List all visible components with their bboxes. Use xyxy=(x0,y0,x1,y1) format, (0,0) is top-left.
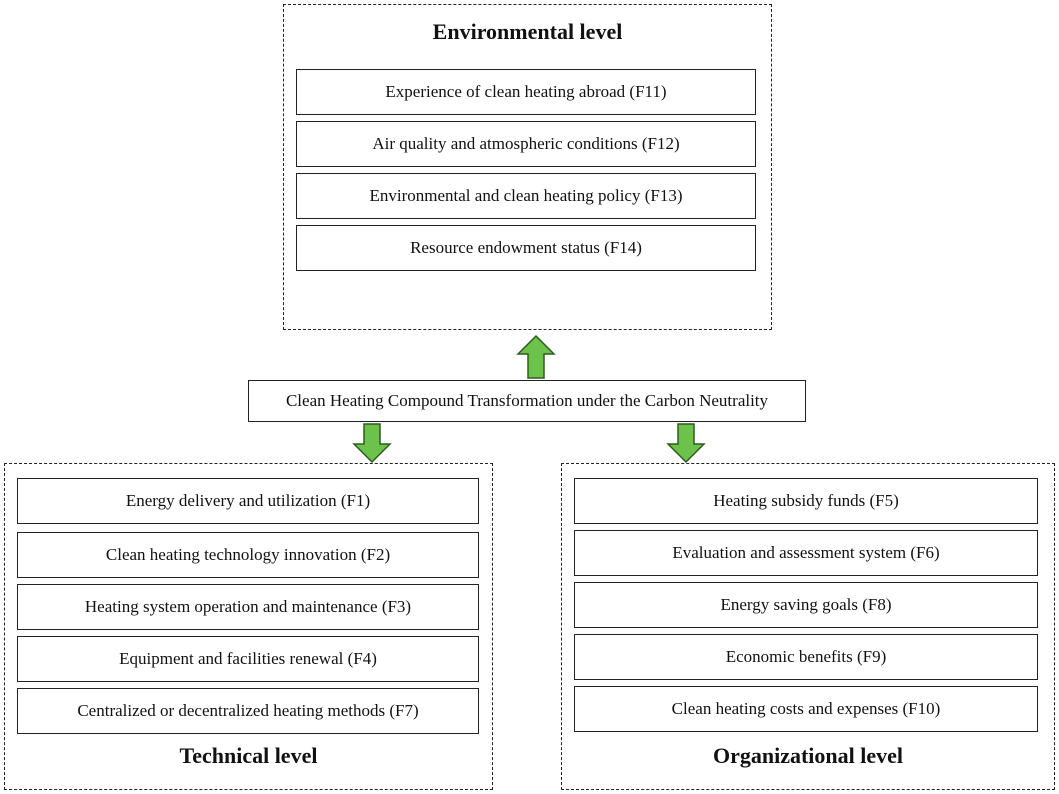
factor-f11-box: Experience of clean heating abroad (F11) xyxy=(296,69,756,115)
factor-f2-box: Clean heating technology innovation (F2) xyxy=(17,532,479,578)
factor-f7-box: Centralized or decentralized heating met… xyxy=(17,688,479,734)
factor-f1-box: Energy delivery and utilization (F1) xyxy=(17,478,479,524)
factor-f3-box: Heating system operation and maintenance… xyxy=(17,584,479,630)
central-transformation-box: Clean Heating Compound Transformation un… xyxy=(248,380,806,422)
up-arrow-icon xyxy=(516,334,556,379)
factor-f5-box: Heating subsidy funds (F5) xyxy=(574,478,1038,524)
factor-f9-box: Economic benefits (F9) xyxy=(574,634,1038,680)
technical-level-title: Technical level xyxy=(179,743,318,768)
factor-f13-box: Environmental and clean heating policy (… xyxy=(296,173,756,219)
down-arrow-right-icon xyxy=(666,423,706,464)
organizational-level-title: Organizational level xyxy=(712,743,904,768)
factor-f4-box: Equipment and facilities renewal (F4) xyxy=(17,636,479,682)
down-arrow-left-icon xyxy=(352,423,392,464)
factor-f8-box: Energy saving goals (F8) xyxy=(574,582,1038,628)
technical-level-group: Energy delivery and utilization (F1) Cle… xyxy=(4,463,493,790)
environmental-level-group: Environmental level Experience of clean … xyxy=(283,4,772,330)
organizational-level-group: Heating subsidy funds (F5) Evaluation an… xyxy=(561,463,1055,790)
factor-f14-box: Resource endowment status (F14) xyxy=(296,225,756,271)
factor-f12-box: Air quality and atmospheric conditions (… xyxy=(296,121,756,167)
factor-f6-box: Evaluation and assessment system (F6) xyxy=(574,530,1038,576)
environmental-level-title: Environmental level xyxy=(432,19,623,44)
factor-f10-box: Clean heating costs and expenses (F10) xyxy=(574,686,1038,732)
